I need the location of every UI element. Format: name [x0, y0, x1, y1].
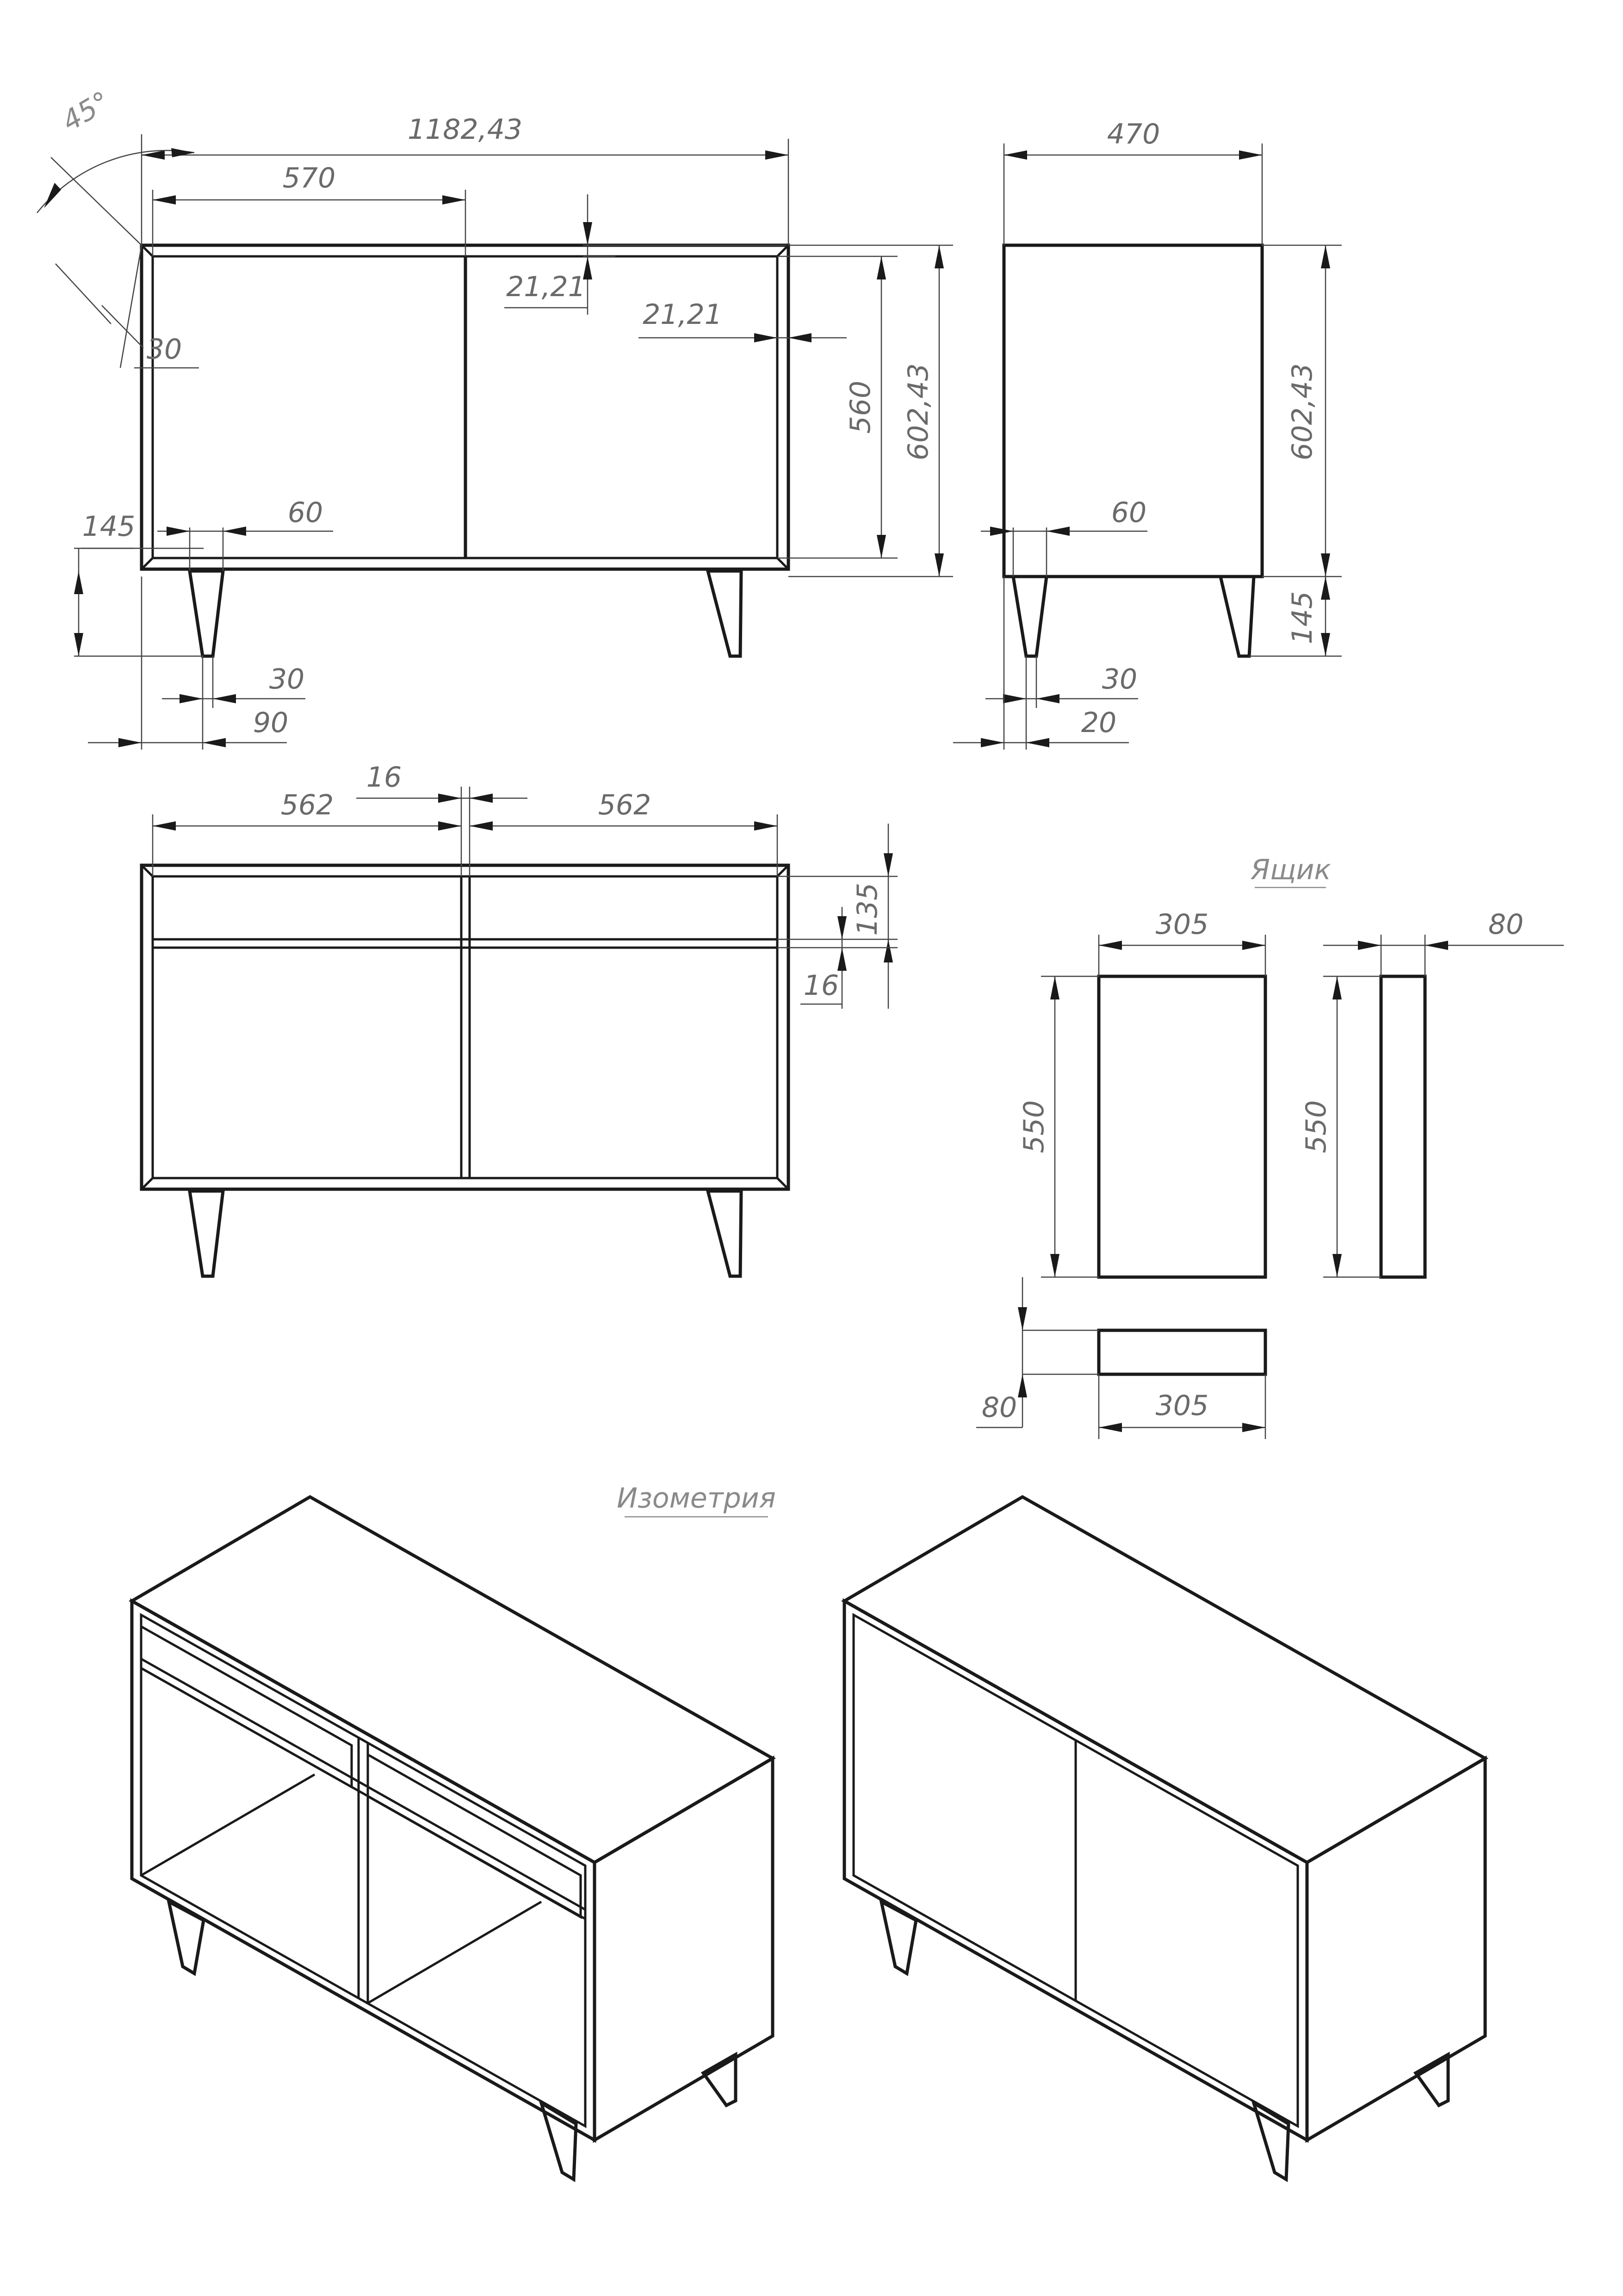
- dim-label: 21,21: [506, 271, 586, 303]
- isometry-title: Изометрия: [617, 1482, 776, 1514]
- dim-label: 60: [1111, 496, 1146, 529]
- leg-left: [187, 569, 225, 658]
- side-leg-right: [1218, 575, 1256, 658]
- dim-label: 45°: [57, 85, 116, 138]
- dim-drawer-bottom-height: 80: [976, 1277, 1099, 1428]
- dim-side-leg-height: 145: [1249, 577, 1342, 657]
- dim-label: 30: [269, 663, 304, 695]
- iso-leg: [879, 1899, 918, 1976]
- iso-leg: [1251, 2099, 1290, 2183]
- dim-section-width-left: 562: [152, 787, 462, 876]
- dim-label: 550: [1300, 1100, 1332, 1154]
- dim-frame-side: 21,21: [638, 298, 847, 342]
- drawer-front: [1097, 974, 1267, 1279]
- dim-leg-bottom: 30: [162, 656, 305, 750]
- dim-side-leg-inset: 20: [953, 577, 1129, 750]
- dim-drawer-side-width: 80: [1323, 908, 1564, 976]
- dim-leg-height: 145: [74, 510, 204, 657]
- drawer-views: Ящик 305 550 80: [976, 854, 1564, 1439]
- dim-label: 80: [1488, 908, 1524, 941]
- side-view: 470 602,43 145 60: [953, 118, 1342, 750]
- drawer-bottom: [1097, 1328, 1267, 1376]
- dim-label: 30: [1102, 663, 1137, 695]
- dim-side-height: 602,43: [1262, 244, 1342, 577]
- dim-drawer-front-width: 305: [1098, 908, 1266, 976]
- dim-label: 305: [1156, 908, 1209, 941]
- leg-right: [706, 1189, 743, 1278]
- drawer-title: Ящик: [1250, 854, 1331, 886]
- dim-label: 60: [288, 496, 323, 529]
- dim-section-width-right: 562: [470, 789, 778, 876]
- dim-side-depth: 470: [1003, 118, 1263, 245]
- iso-leg: [539, 2099, 578, 2183]
- dim-label: 470: [1107, 118, 1160, 150]
- dim-drawer-bottom-width: 305: [1098, 1374, 1266, 1439]
- dim-label: 145: [1286, 591, 1319, 645]
- dim-partition: 16: [356, 761, 527, 876]
- dim-label: 562: [281, 789, 334, 821]
- front-view-doors: 1182,43 570 45° 30: [37, 85, 953, 750]
- dim-label: 305: [1156, 1390, 1209, 1422]
- dim-shelf-thickness: 16: [777, 907, 898, 1009]
- leg-right: [706, 569, 743, 658]
- dim-label: 570: [283, 162, 336, 194]
- iso-leg: [1413, 2051, 1450, 2108]
- dim-label: 135: [851, 883, 884, 936]
- dim-inner-height: 560: [777, 255, 898, 559]
- dim-drawer-height: 135: [777, 824, 898, 1009]
- isometric-closed: [841, 1495, 1489, 2183]
- dim-angle: 45°: [37, 85, 195, 324]
- dim-label: 80: [982, 1391, 1017, 1424]
- dim-drawer-front-height: 550: [1018, 975, 1099, 1278]
- dim-label: 1182,43: [408, 113, 522, 146]
- dim-label: 16: [804, 969, 839, 1002]
- iso-leg: [700, 2051, 737, 2108]
- dim-chamfer: 30: [101, 245, 199, 369]
- dim-label: 30: [147, 333, 182, 366]
- iso-leg: [166, 1899, 205, 1976]
- drawer-side: [1379, 974, 1427, 1279]
- dim-label: 560: [844, 381, 877, 434]
- dim-label: 562: [598, 789, 651, 821]
- dim-label: 20: [1081, 707, 1116, 739]
- dim-label: 602,43: [902, 363, 935, 460]
- dim-label: 550: [1018, 1100, 1050, 1154]
- side-leg-left: [1011, 575, 1048, 658]
- dim-label: 16: [366, 761, 402, 794]
- dim-frame-top: 21,21: [504, 194, 787, 315]
- dim-overall-width: 1182,43: [141, 113, 789, 245]
- dim-label: 602,43: [1286, 363, 1319, 460]
- dim-leg-inset: 90: [88, 577, 288, 750]
- dim-label: 90: [253, 707, 288, 739]
- dim-overall-height: 602,43: [788, 244, 953, 577]
- dim-leg-top: 60: [157, 496, 333, 571]
- dim-side-leg-top: 60: [981, 496, 1147, 577]
- dim-label: 145: [82, 510, 136, 543]
- dim-drawer-side-height: 550: [1300, 975, 1381, 1278]
- dim-label: 21,21: [643, 298, 722, 331]
- isometric-open: [128, 1495, 776, 2183]
- front-view-open: 562 16 562 135: [140, 761, 898, 1278]
- dim-door-width: 570: [152, 162, 466, 256]
- dim-side-leg-bottom: 30: [985, 656, 1138, 750]
- leg-left: [187, 1189, 225, 1278]
